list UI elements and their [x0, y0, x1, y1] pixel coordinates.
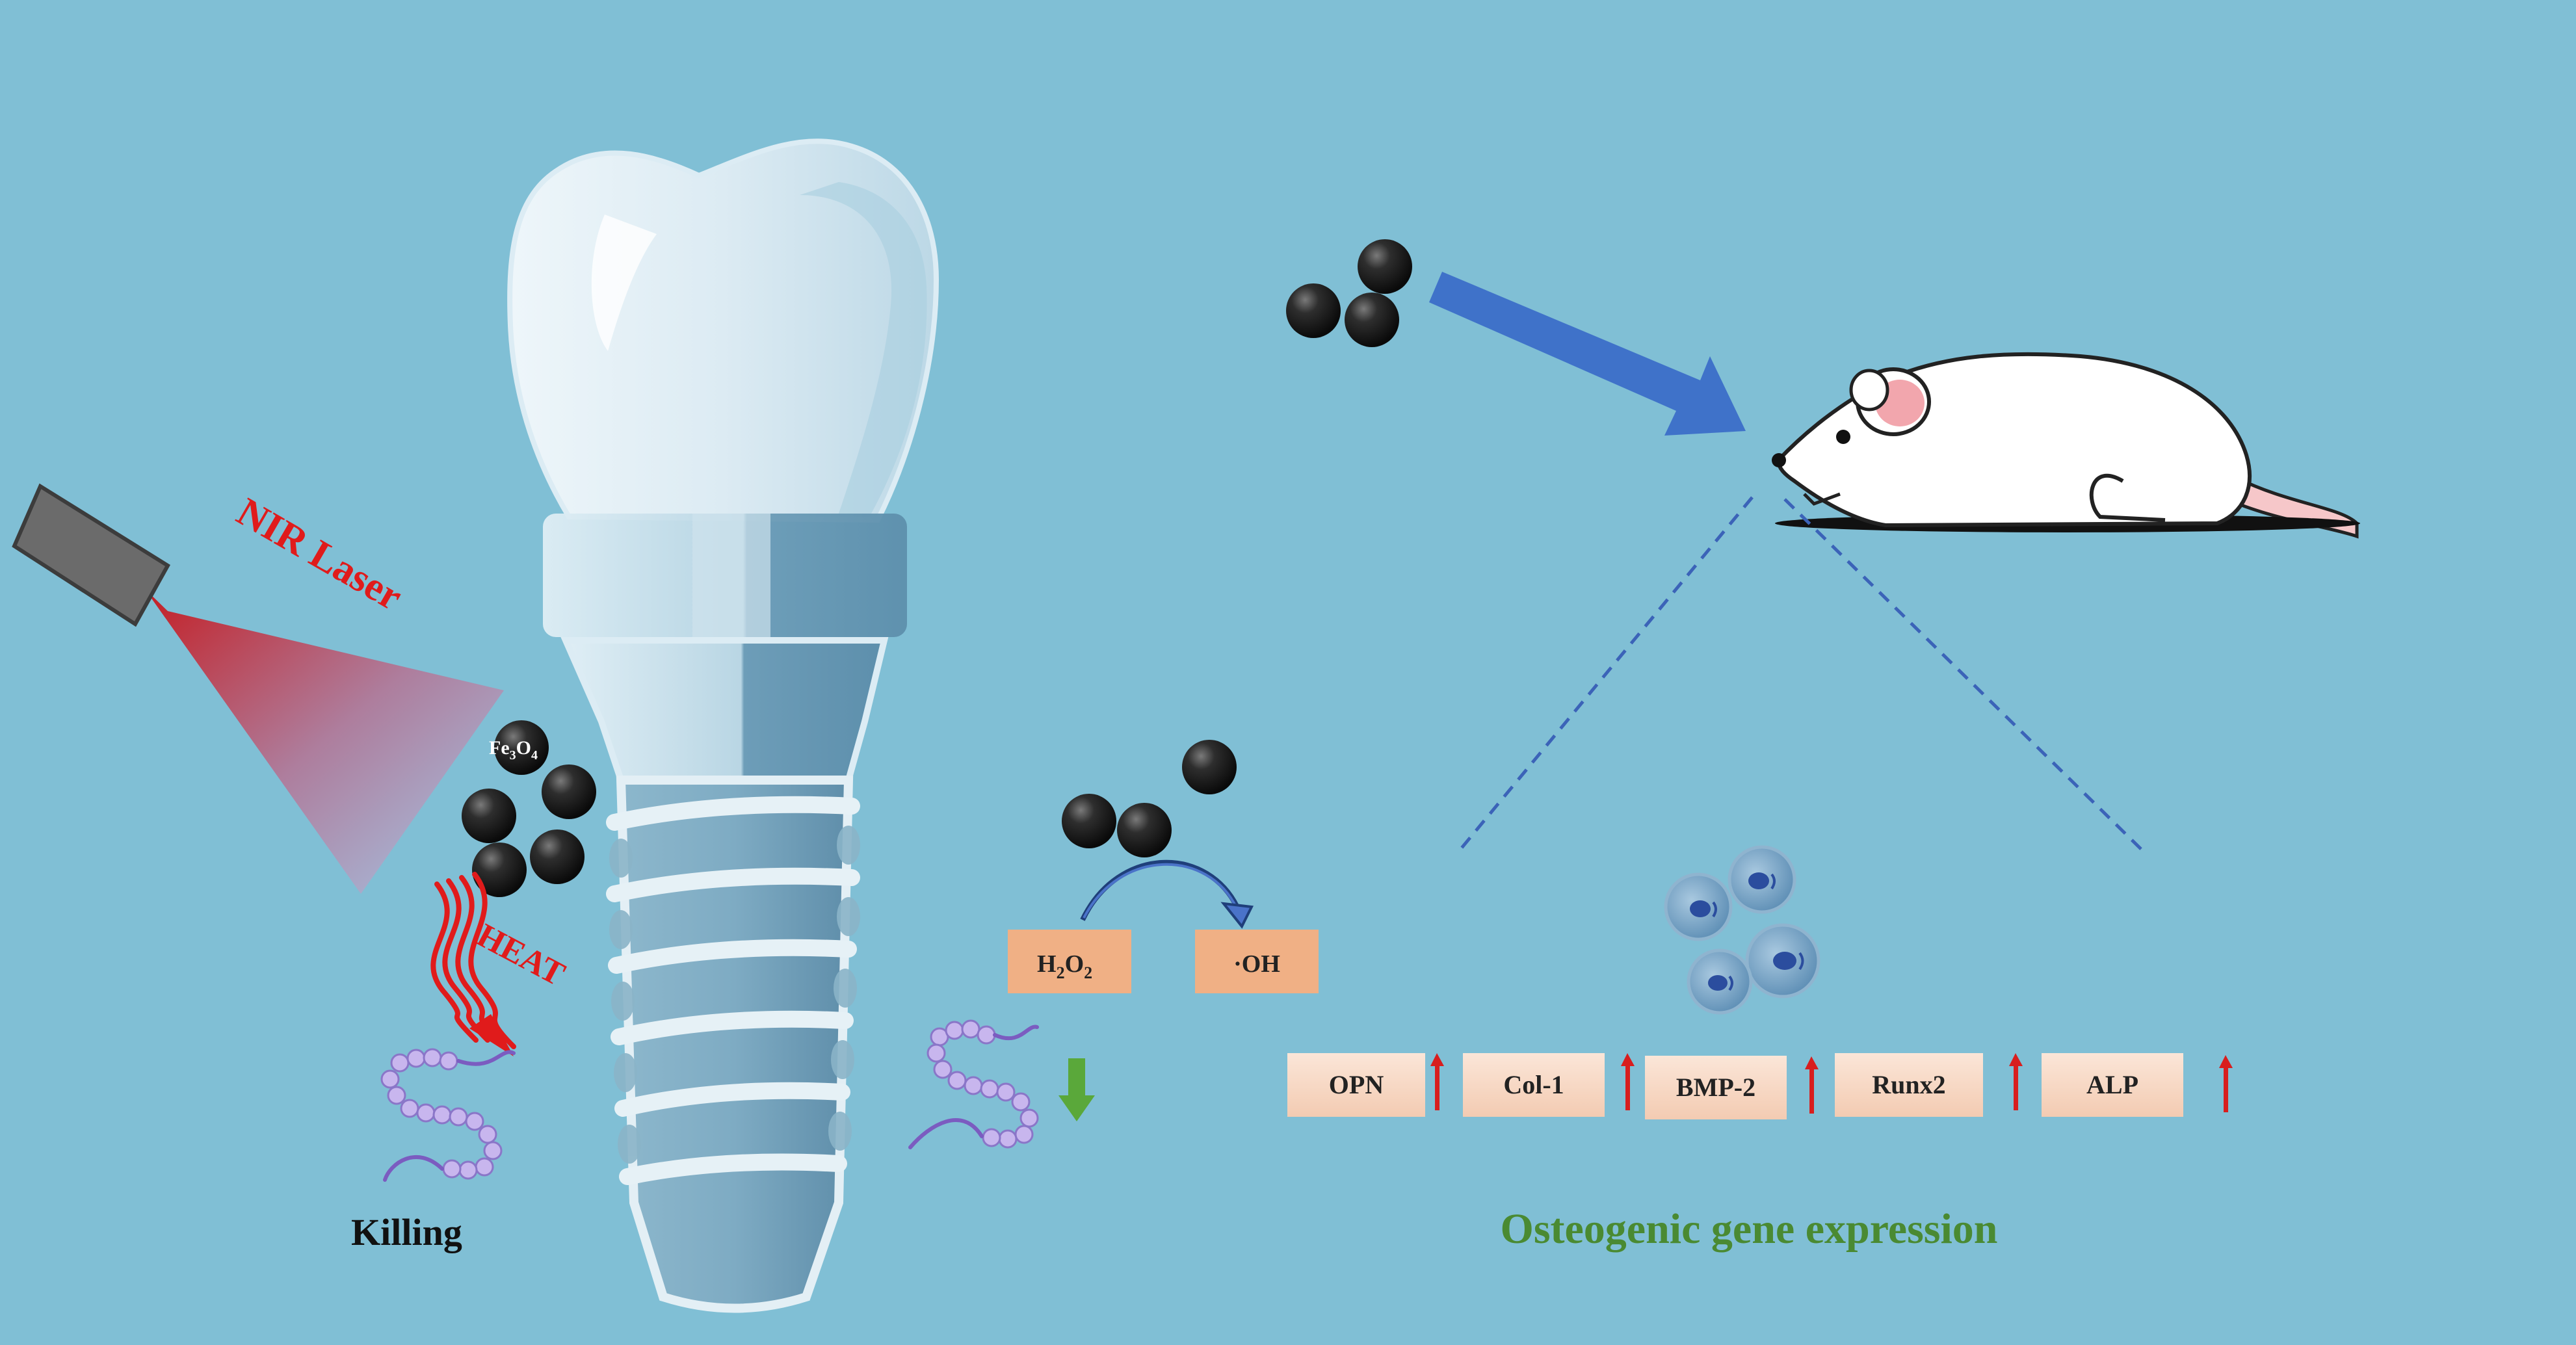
cell: [1728, 845, 1796, 914]
implant-post: [560, 637, 889, 783]
heat-label: HEAT: [471, 917, 570, 993]
gene-box: [2042, 1053, 2183, 1117]
nanoparticle: [1358, 239, 1412, 294]
cell: [1664, 872, 1733, 941]
gene-item: Col-1: [1463, 1053, 1635, 1117]
up-arrow: [2014, 1060, 2018, 1110]
gene-row: OPN Col-1 BMP-2 Runx2 ALP: [1287, 1053, 2233, 1119]
mouse-nose: [1772, 453, 1786, 467]
bacteria-middle: [908, 1019, 1039, 1149]
reaction-arrowhead: [1220, 902, 1254, 929]
reaction-arrow: [1080, 859, 1241, 921]
injected-particles: [1286, 239, 1412, 347]
oh-label: ·OH: [1233, 950, 1280, 978]
mouse-foreleg: [1803, 492, 1841, 506]
oh-box: [1195, 930, 1319, 993]
ros-particles: [1062, 740, 1237, 857]
nanoparticle: [472, 842, 527, 897]
gene-box: [1287, 1053, 1425, 1117]
flow-arrow: [1429, 272, 1746, 436]
crown-shade: [800, 182, 927, 514]
heat-arrowhead: [469, 1014, 514, 1056]
gene-box: [1835, 1053, 1983, 1117]
gene-label: ALP: [2086, 1070, 2138, 1099]
nanoparticle: [1286, 283, 1341, 338]
gene-item: BMP-2: [1645, 1056, 1819, 1119]
h2o2-label: H2O2: [1037, 950, 1092, 982]
up-arrow: [1435, 1060, 1439, 1110]
screw-threads: [606, 796, 860, 1185]
bacteria-left: [380, 1048, 516, 1182]
nanoparticle: [1062, 794, 1116, 848]
mouse-hindleg: [2089, 474, 2166, 522]
nanoparticle: [542, 764, 596, 819]
nanoparticle: [462, 789, 516, 843]
killing-label: Killing: [351, 1211, 462, 1253]
dental-implant: [507, 138, 940, 1313]
caption-label: Osteogenic gene expression: [1500, 1205, 1997, 1253]
fe3o4-label: Fe3O4: [489, 737, 538, 763]
nanoparticle: [1117, 803, 1172, 857]
nanoparticle: [530, 829, 585, 884]
gene-label: Col-1: [1503, 1070, 1564, 1099]
up-arrow: [2224, 1062, 2228, 1112]
zoom-line-left: [1458, 496, 1754, 852]
osteoblast-cells: [1664, 845, 1820, 1015]
crown-highlight: [591, 215, 657, 351]
gene-box: [1463, 1053, 1605, 1117]
gene-label: Runx2: [1872, 1070, 1945, 1099]
decrease-arrow: [1058, 1058, 1095, 1121]
laser-beam: [144, 588, 504, 894]
nanoparticle: [494, 720, 549, 775]
cell: [1687, 948, 1753, 1015]
cell: [1745, 923, 1820, 999]
up-arrow: [1809, 1063, 1814, 1114]
implant-screw: [616, 776, 854, 1313]
mouse-ear-back: [1849, 369, 1889, 411]
mouse-eye: [1836, 430, 1850, 444]
nanoparticle: [1182, 740, 1237, 794]
laser-emitter: [12, 483, 171, 627]
reaction-arrow-inner: [1083, 863, 1238, 919]
laser-group: NIR Laser: [12, 483, 504, 894]
nanoparticle: [1345, 293, 1399, 347]
gene-item: Runx2: [1835, 1053, 2023, 1117]
gene-box: [1645, 1056, 1787, 1119]
fe3o4-cluster: Fe3O4: [462, 720, 596, 897]
gene-item: ALP: [2042, 1053, 2233, 1117]
laser-label: NIR Laser: [230, 490, 410, 619]
gene-label: BMP-2: [1676, 1073, 1755, 1102]
mouse: [1772, 352, 2360, 539]
gene-item: OPN: [1287, 1053, 1444, 1117]
h2o2-box: [1008, 930, 1131, 993]
gene-label: OPN: [1329, 1070, 1384, 1099]
up-arrow: [1625, 1060, 1630, 1110]
zoom-line-right: [1783, 498, 2144, 852]
